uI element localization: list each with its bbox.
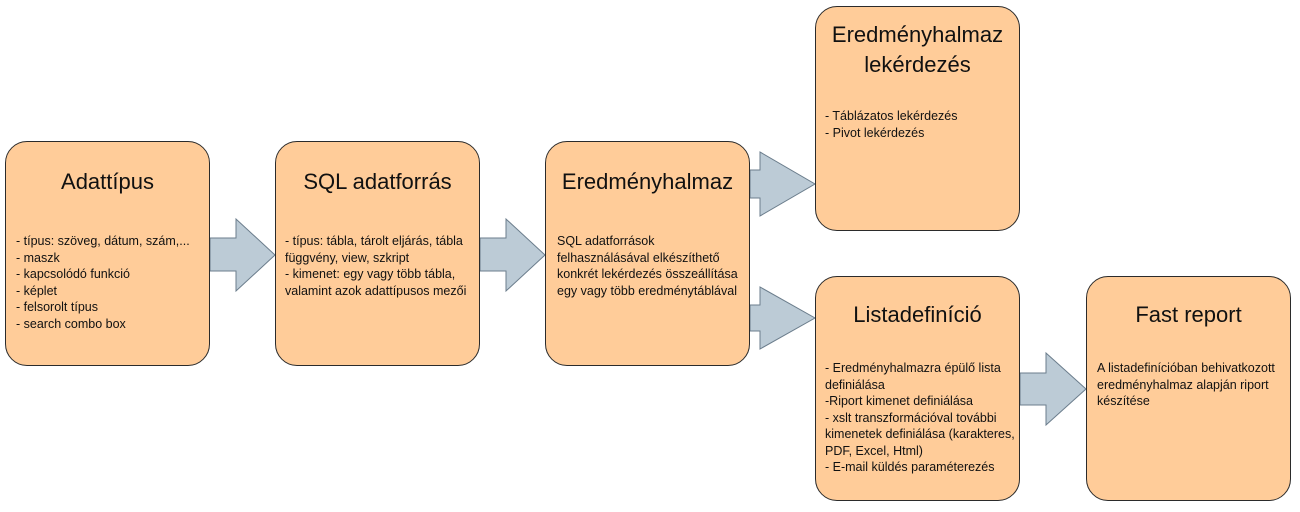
fast-report-box: Fast report A listadefinícióban behivatk… bbox=[1086, 276, 1291, 501]
eredmenyhalmaz-title: Eredményhalmaz bbox=[561, 169, 734, 194]
sql-adatforras-body: - típus: tábla, tárolt eljárás, tábla fü… bbox=[285, 234, 467, 298]
eredmenyhalmaz-lekerdezes-title: Eredményhalmaz lekérdezés bbox=[831, 22, 1004, 77]
sql-adatforras-box: SQL adatforrás - típus: tábla, tárolt el… bbox=[275, 141, 480, 366]
eredmenyhalmaz-lekerdezes-body: - Táblázatos lekérdezés - Pivot lekérdez… bbox=[825, 109, 958, 140]
fast-report-body: A listadefinícióban behivatkozott eredmé… bbox=[1097, 361, 1275, 408]
eredmenyhalmaz-body: SQL adatforrások felhasználásával elkész… bbox=[557, 234, 738, 298]
sql-adatforras-title: SQL adatforrás bbox=[303, 169, 452, 194]
adattipus-title: Adattípus bbox=[61, 169, 154, 194]
listadefinicio-box: Listadefiníció - Eredményhalmazra épülő … bbox=[815, 276, 1020, 501]
arrow-adattipus-to-sql bbox=[209, 217, 276, 293]
adattipus-box: Adattípus - típus: szöveg, dátum, szám,.… bbox=[5, 141, 210, 366]
arrow-eredmenyhalmaz-to-lekerdezes bbox=[749, 151, 816, 217]
arrow-listadefinicio-to-fast-report bbox=[1019, 351, 1087, 427]
eredmenyhalmaz-lekerdezes-box: Eredményhalmaz lekérdezés - Táblázatos l… bbox=[815, 6, 1020, 231]
fast-report-title: Fast report bbox=[1135, 302, 1242, 327]
eredmenyhalmaz-box: Eredményhalmaz SQL adatforrások felhaszn… bbox=[545, 141, 750, 366]
adattipus-body: - típus: szöveg, dátum, szám,... - maszk… bbox=[16, 234, 190, 331]
arrow-eredmenyhalmaz-to-listadefinicio bbox=[749, 286, 817, 350]
listadefinicio-body: - Eredményhalmazra épülő lista definiálá… bbox=[825, 361, 1015, 474]
listadefinicio-title: Listadefiníció bbox=[853, 302, 982, 327]
arrow-sql-to-eredmenyhalmaz bbox=[479, 217, 546, 293]
